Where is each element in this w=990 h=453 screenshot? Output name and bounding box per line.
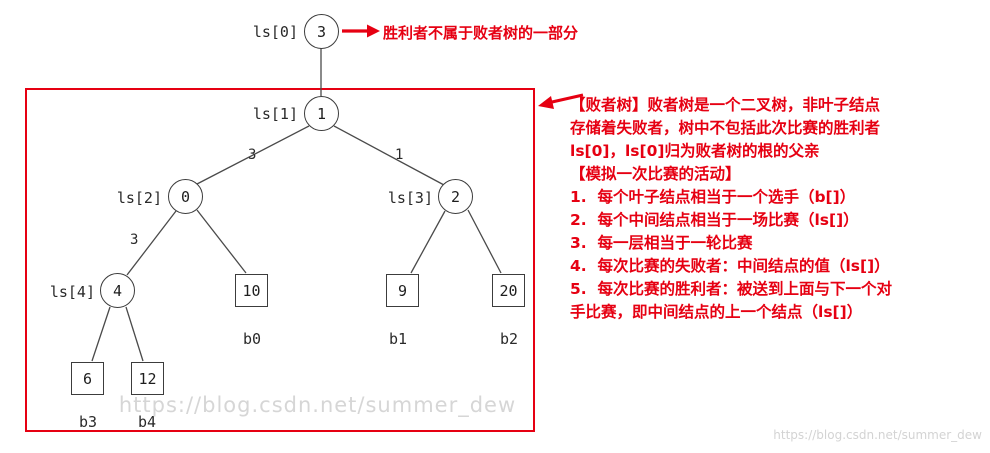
tree-leaf-b1: 9 [386, 274, 419, 307]
node-label-ls0: ls[0] [252, 23, 298, 41]
tree-node-ls0: 3 [304, 14, 339, 49]
node-value: 6 [82, 369, 93, 388]
node-value: 10 [242, 281, 261, 300]
edge-label-ls2-ls4: 3 [130, 232, 139, 248]
side-note-line: 5. 每次比赛的胜利者：被送到上面与下一个对 [570, 280, 892, 298]
node-value: 9 [397, 281, 408, 300]
side-note: 【败者树】败者树是一个二叉树，非叶子结点 存储着失败者，树中不包括此次比赛的胜利… [570, 94, 988, 324]
tree-node-ls3: 2 [438, 179, 473, 214]
winner-arrow-head [367, 24, 380, 38]
side-note-line: 【模拟一次比赛的活动】 [570, 165, 741, 183]
watermark-center: https://blog.csdn.net/summer_dew [118, 393, 517, 417]
side-note-line: 1. 每个叶子结点相当于一个选手（b[]） [570, 188, 856, 206]
winner-note: 胜利者不属于败者树的一部分 [383, 24, 579, 42]
leaf-label-b0: b0 [242, 330, 262, 348]
tree-edges [91, 48, 502, 362]
leaf-label-b3: b3 [78, 413, 98, 431]
node-value: 20 [499, 281, 518, 300]
tree-edge [333, 125, 445, 186]
tree-node-ls4: 4 [100, 273, 135, 308]
tree-leaf-b4: 12 [131, 362, 164, 395]
tree-leaf-b2: 20 [492, 274, 525, 307]
frame-arrow-shaft [551, 93, 584, 104]
tree-edge [410, 210, 446, 274]
node-label-ls4: ls[4] [49, 283, 95, 301]
edge-label-ls1-ls2: 3 [248, 147, 257, 163]
node-label-ls3: ls[3] [387, 189, 433, 207]
tree-edge [196, 125, 310, 185]
tree-edge [126, 210, 177, 276]
side-note-line: 2. 每个中间结点相当于一场比赛（ls[]） [570, 211, 859, 229]
leaf-label-b1: b1 [388, 330, 408, 348]
tree-edge [91, 306, 111, 362]
side-note-line: 【败者树】败者树是一个二叉树，非叶子结点 [570, 96, 881, 114]
edge-label-ls1-ls3: 1 [395, 147, 404, 163]
tree-leaf-b3: 6 [71, 362, 104, 395]
node-label-ls2: ls[2] [116, 189, 162, 207]
loser-tree-frame [25, 88, 535, 432]
node-value: 3 [316, 22, 327, 41]
tree-node-ls2: 0 [168, 179, 203, 214]
node-value: 0 [180, 187, 191, 206]
side-note-line: ls[0]，ls[0]归为败者树的根的父亲 [570, 142, 820, 160]
leaf-label-b2: b2 [499, 330, 519, 348]
leaf-label-b4: b4 [137, 413, 157, 431]
node-value: 4 [112, 281, 123, 300]
node-label-ls1: ls[1] [252, 105, 298, 123]
watermark-bottom-right: https://blog.csdn.net/summer_dew [773, 428, 982, 442]
node-value: 12 [138, 369, 157, 388]
tree-edge [196, 209, 247, 274]
tree-edge [467, 209, 502, 274]
tree-node-ls1: 1 [304, 96, 339, 131]
tree-edge [125, 306, 144, 362]
frame-arrow-head [538, 96, 554, 109]
side-note-line: 存储着失败者，树中不包括此次比赛的胜利者 [570, 119, 881, 137]
node-value: 2 [450, 187, 461, 206]
side-note-line: 手比赛，即中间结点的上一个结点（ls[]） [570, 303, 863, 321]
side-note-line: 3. 每一层相当于一轮比赛 [570, 234, 753, 252]
tree-leaf-b0: 10 [235, 274, 268, 307]
side-note-line: 4. 每次比赛的失败者：中间结点的值（ls[]） [570, 257, 890, 275]
red-arrows [342, 24, 584, 109]
node-value: 1 [316, 104, 327, 123]
